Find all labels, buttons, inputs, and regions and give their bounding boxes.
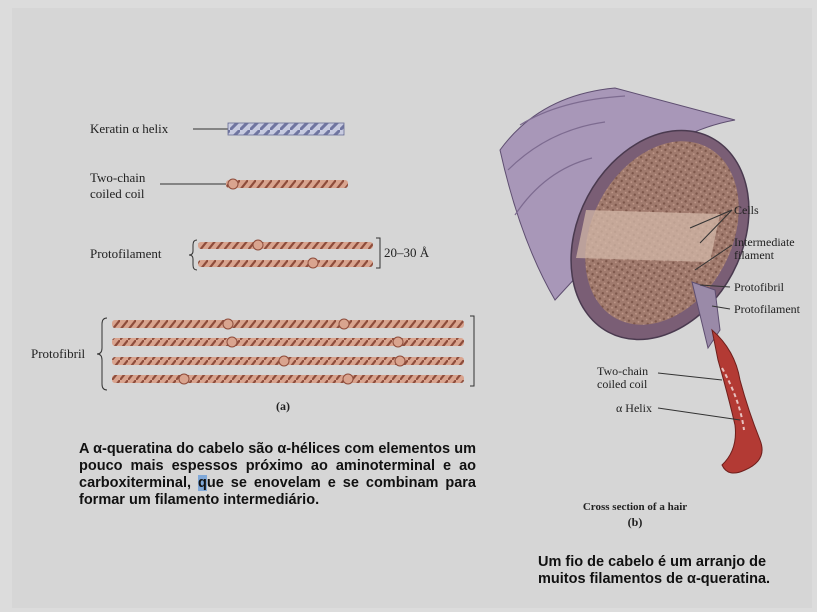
caption-b-title: Cross section of a hair bbox=[560, 501, 710, 513]
text-selection-highlight[interactable]: q bbox=[198, 475, 207, 491]
body-text-left: A α-queratina do cabelo são α-hélices co… bbox=[79, 441, 476, 509]
label-protofibril-b: Protofibril bbox=[734, 280, 784, 295]
label-keratin-helix: Keratin α helix bbox=[90, 121, 168, 137]
label-protofilament-b: Protofilament bbox=[734, 302, 800, 317]
label-two-chain: Two-chain bbox=[90, 170, 145, 186]
label-cells: Cells bbox=[734, 203, 759, 218]
coiled-coil-graphic bbox=[160, 179, 348, 189]
caption-b: (b) bbox=[620, 515, 650, 530]
caption-a: (a) bbox=[268, 399, 298, 414]
label-coiled-coil-b: coiled coil bbox=[597, 377, 647, 392]
label-protofilament: Protofilament bbox=[90, 246, 162, 262]
label-coiled-coil: coiled coil bbox=[90, 186, 145, 202]
protofilament-graphic bbox=[189, 238, 380, 270]
label-filament: filament bbox=[734, 248, 774, 263]
protofibril-graphic bbox=[97, 316, 474, 390]
label-alpha-helix: α Helix bbox=[616, 401, 652, 416]
keratin-helix-graphic bbox=[193, 123, 344, 135]
body-text-right: Um fio de cabelo é um arranjo de muitos … bbox=[538, 554, 813, 588]
label-protofibril: Protofibril bbox=[31, 346, 85, 362]
label-width: 20–30 Å bbox=[384, 245, 429, 261]
